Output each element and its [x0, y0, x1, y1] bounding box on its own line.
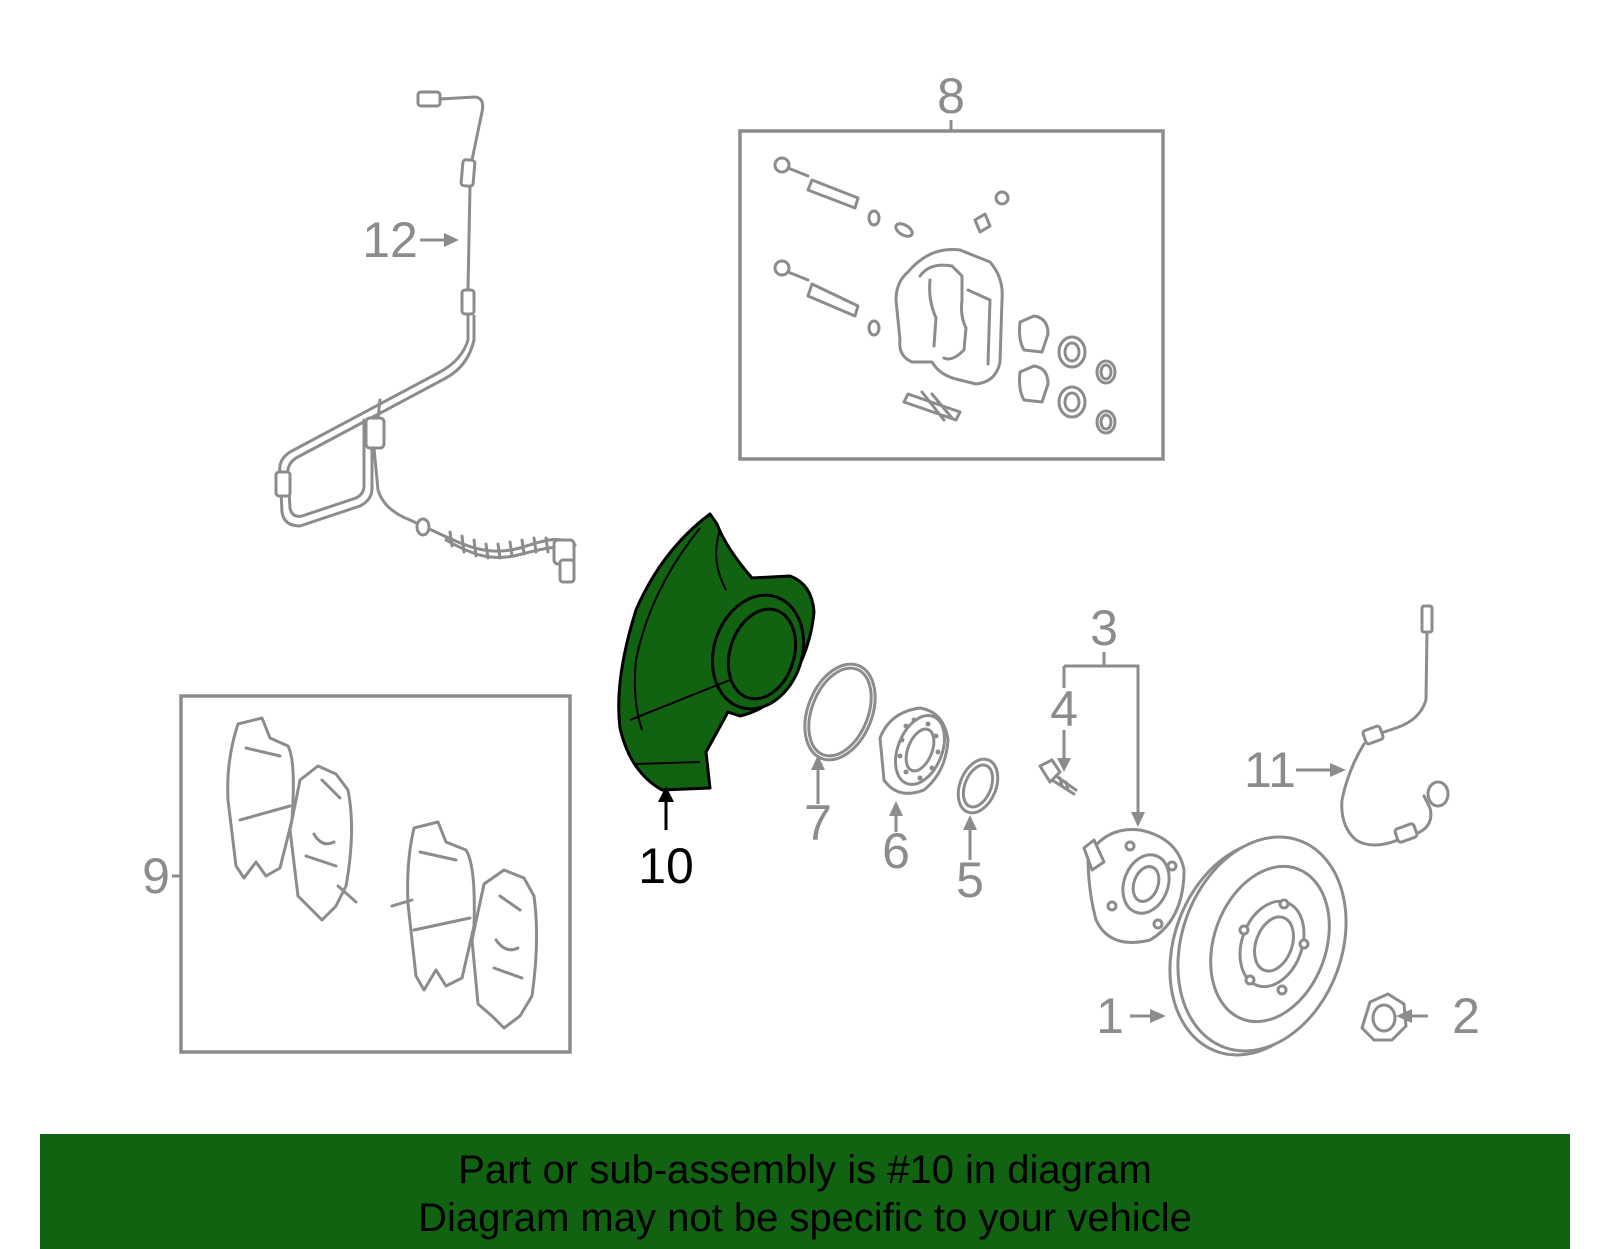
callout-9: 9	[142, 848, 170, 904]
part-1-rotor	[1130, 835, 1348, 1057]
part-7-o-ring	[803, 662, 877, 804]
banner-line-2: Diagram may not be specific to your vehi…	[418, 1196, 1192, 1240]
part-3-4-hub-and-bolt	[1038, 652, 1186, 944]
callout-6: 6	[882, 823, 910, 879]
callout-4: 4	[1050, 681, 1078, 737]
part-5-snap-ring	[956, 757, 1000, 860]
part-8-caliper-kit	[738, 120, 1165, 461]
part-12-abs-sensor-harness	[274, 90, 577, 584]
part-11-brake-hose	[1296, 604, 1450, 847]
callout-2: 2	[1452, 988, 1480, 1044]
info-banner: Part or sub-assembly is #10 in diagram D…	[40, 1134, 1570, 1249]
callout-5: 5	[956, 852, 984, 908]
banner-line-1: Part or sub-assembly is #10 in diagram	[458, 1148, 1152, 1192]
callout-3: 3	[1090, 600, 1118, 656]
callout-7: 7	[804, 795, 832, 851]
callout-10: 10	[638, 838, 694, 894]
callout-8: 8	[937, 68, 965, 124]
part-6-bearing	[878, 706, 950, 832]
part-2-hub-nut	[1360, 992, 1428, 1042]
callout-11: 11	[1244, 742, 1296, 798]
callout-12: 12	[362, 212, 418, 268]
callout-1: 1	[1096, 988, 1124, 1044]
part-10-dust-shield	[617, 512, 816, 830]
part-9-brake-pads	[172, 694, 572, 1054]
